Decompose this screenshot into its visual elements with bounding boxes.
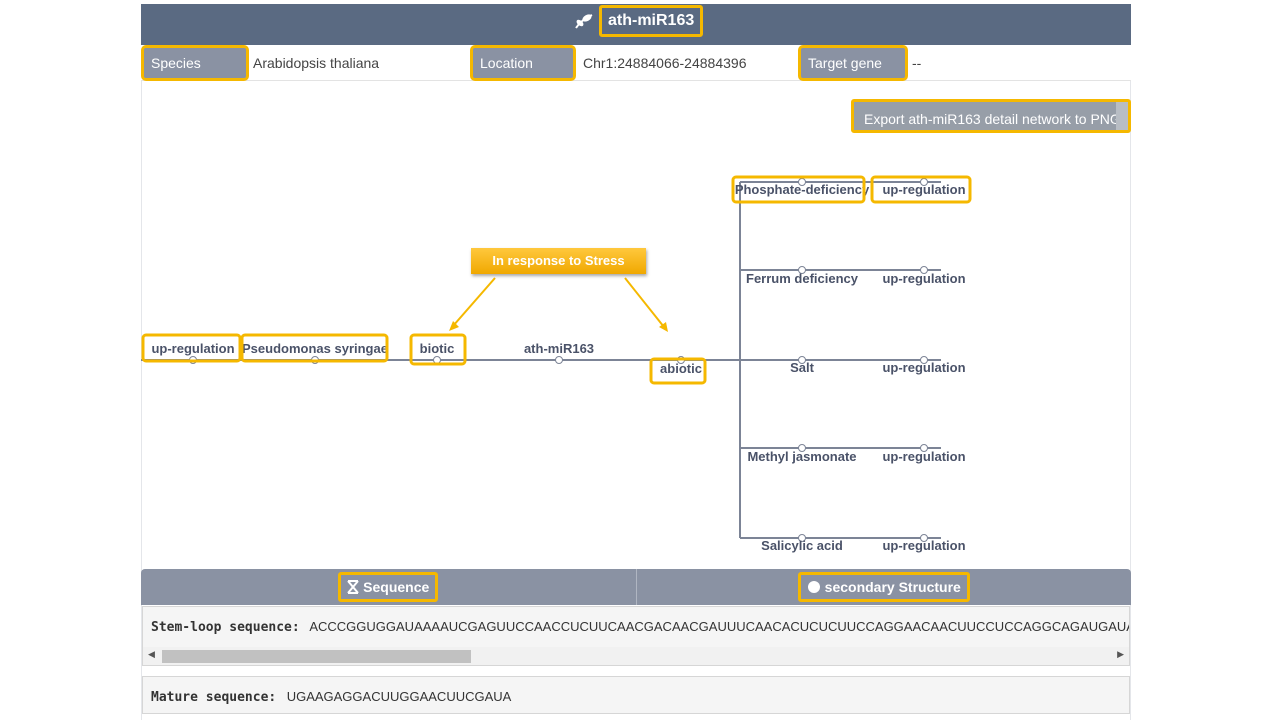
node-biotic[interactable] bbox=[433, 356, 441, 364]
label-reg-2: up-regulation bbox=[882, 271, 965, 286]
label-stress-5: Salicylic acid bbox=[761, 538, 843, 553]
label-abiotic: abiotic bbox=[660, 361, 702, 376]
tab-sequence-label: Sequence bbox=[363, 579, 430, 595]
stem-loop-label: Stem-loop sequence: bbox=[151, 620, 300, 635]
highlight-pathogen bbox=[240, 333, 389, 363]
highlight-biotic bbox=[409, 333, 467, 366]
label-stress-4: Methyl jasmonate bbox=[747, 449, 856, 464]
node-reg-3[interactable] bbox=[920, 356, 928, 364]
stem-loop-box: Stem-loop sequence: ACCCGGUGGAUAAAAUCGAG… bbox=[142, 606, 1130, 666]
callout-arrowhead-right bbox=[659, 322, 668, 332]
mature-label: Mature sequence: bbox=[151, 690, 277, 705]
mature-value: UGAAGAGGACUUGGAACUUCGAUA bbox=[286, 689, 512, 704]
label-stress-2: Ferrum deficiency bbox=[746, 271, 859, 286]
scroll-right-icon[interactable]: ▶ bbox=[1117, 649, 1124, 659]
species-label: Species bbox=[141, 45, 249, 81]
label-reg-5: up-regulation bbox=[882, 538, 965, 553]
detail-panel bbox=[141, 4, 1131, 720]
tab-structure-label: secondary Structure bbox=[824, 579, 961, 595]
callout-arrow-right bbox=[624, 277, 665, 328]
tab-sequence-inner: Sequence bbox=[338, 572, 439, 602]
page-title: ath-miR163 bbox=[599, 5, 704, 37]
highlight-abiotic bbox=[649, 357, 707, 385]
node-reg-5[interactable] bbox=[920, 534, 928, 542]
label-biotic: biotic bbox=[420, 341, 455, 356]
node-stress-3[interactable] bbox=[798, 356, 806, 364]
circle-icon bbox=[807, 581, 820, 593]
stress-callout: In response to Stress bbox=[471, 248, 646, 274]
mature-sequence-box: Mature sequence: UGAAGAGGACUUGGAACUUCGAU… bbox=[142, 676, 1130, 714]
info-row: Species Arabidopsis thaliana Location Ch… bbox=[141, 45, 1131, 81]
network-diagram: up-regulation Pseudomonas syringae bioti… bbox=[141, 175, 972, 553]
node-stress-4[interactable] bbox=[798, 444, 806, 452]
horizontal-scrollbar[interactable]: ◀ ▶ bbox=[143, 647, 1129, 665]
label-center: ath-miR163 bbox=[524, 341, 594, 356]
scroll-thumb[interactable] bbox=[162, 650, 471, 663]
node-reg-4[interactable] bbox=[920, 444, 928, 452]
target-gene-label: Target gene bbox=[798, 45, 908, 81]
target-gene-value: -- bbox=[912, 55, 922, 71]
callout-arrowhead-left bbox=[449, 321, 459, 331]
export-network-button[interactable]: Export ath-miR163 detail network to PNG bbox=[851, 99, 1131, 133]
tab-structure-inner: secondary Structure bbox=[797, 572, 970, 602]
scroll-left-icon[interactable]: ◀ bbox=[148, 649, 155, 659]
tab-sequence[interactable]: Sequence bbox=[141, 569, 637, 605]
highlight-left-regulation bbox=[141, 333, 242, 363]
location-label: Location bbox=[470, 45, 576, 81]
label-pathogen: Pseudomonas syringae bbox=[242, 341, 388, 356]
label-left-regulation: up-regulation bbox=[151, 341, 234, 356]
detail-tabs: Sequence secondary Structure bbox=[141, 569, 1131, 605]
tab-secondary-structure[interactable]: secondary Structure bbox=[636, 569, 1131, 605]
node-center[interactable] bbox=[555, 356, 563, 364]
node-stress-2[interactable] bbox=[798, 266, 806, 274]
title-group: ath-miR163 bbox=[573, 5, 704, 37]
stem-loop-line: Stem-loop sequence: ACCCGGUGGAUAAAAUCGAG… bbox=[151, 619, 1129, 635]
highlight-reg-1 bbox=[870, 175, 972, 204]
label-stress-3: Salt bbox=[790, 360, 815, 375]
dna-icon bbox=[347, 580, 359, 594]
label-stress-1: Phosphate-deficiency bbox=[735, 182, 870, 197]
label-reg-4: up-regulation bbox=[882, 449, 965, 464]
callout-arrow-left bbox=[452, 277, 496, 327]
location-value: Chr1:24884066-24884396 bbox=[583, 55, 747, 71]
mature-line: Mature sequence: UGAAGAGGACUUGGAACUUCGAU… bbox=[151, 688, 511, 706]
species-value: Arabidopsis thaliana bbox=[253, 55, 380, 71]
title-bar bbox=[141, 4, 1131, 45]
label-reg-1: up-regulation bbox=[882, 182, 965, 197]
node-stress-5[interactable] bbox=[798, 534, 806, 542]
node-reg-2[interactable] bbox=[920, 266, 928, 274]
highlight-stress-1 bbox=[731, 175, 866, 204]
leaf-icon bbox=[575, 14, 593, 29]
label-reg-3: up-regulation bbox=[882, 360, 965, 375]
stem-loop-value: ACCCGGUGGAUAAAAUCGAGUUCCAACCUCUUCAACGACA… bbox=[309, 619, 1129, 634]
